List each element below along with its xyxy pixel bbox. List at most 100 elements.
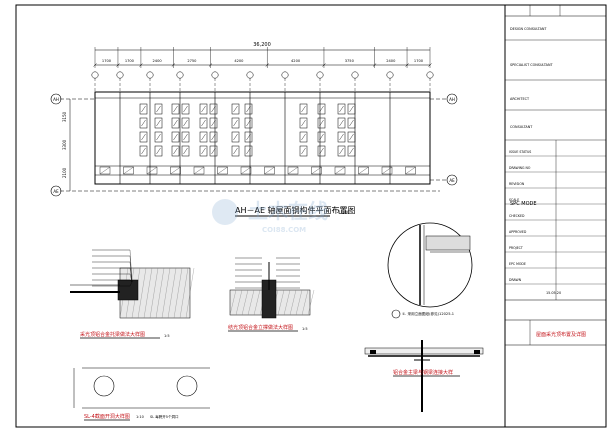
left-dim-3: 2100 bbox=[62, 167, 67, 178]
skylight-cell bbox=[299, 131, 308, 143]
tb-field-label: ISSUE STATUS bbox=[509, 150, 531, 154]
skylight-cell bbox=[181, 103, 190, 115]
skylight-cell bbox=[139, 145, 148, 157]
skylight-cell bbox=[244, 117, 253, 129]
detail-1-scale: 1:5 bbox=[164, 334, 170, 338]
plan-title: AH－AE 轴屋面钢构件平面布置图 bbox=[235, 205, 356, 215]
detail-1-title: 采光顶铝合金托梁做法大样图 bbox=[80, 331, 145, 338]
detail-3-title: 铝合金主梁与钢梁连接大样 bbox=[393, 369, 453, 376]
skylight-cell bbox=[231, 103, 240, 115]
axis-label-ae: AE bbox=[53, 189, 59, 194]
base-cell bbox=[217, 166, 228, 175]
skylight-cell bbox=[244, 103, 253, 115]
skylight-cell bbox=[154, 103, 163, 115]
detail-4: SL-4截面开洞大样图 1:10 SL 每跨开5个洞口 bbox=[73, 367, 210, 421]
axis-bubble-top bbox=[316, 71, 324, 79]
detail-4-scale: 1:10 bbox=[136, 415, 144, 419]
skylight-cell bbox=[171, 145, 180, 157]
axis-bubble-top bbox=[146, 71, 154, 79]
overall-dimension: 36,200 bbox=[253, 42, 271, 48]
tb-row-architect: ARCHITECT bbox=[510, 97, 530, 101]
axis-bubble-top bbox=[176, 71, 184, 79]
top-dim-label: 4200 bbox=[291, 59, 301, 63]
base-cell bbox=[99, 166, 111, 175]
hole-1 bbox=[93, 375, 115, 397]
tb-field-label: DRAWN bbox=[509, 278, 522, 282]
base-cell bbox=[264, 166, 275, 175]
tb-field-label: PROJECT bbox=[509, 246, 523, 250]
skylight-cell bbox=[337, 145, 346, 157]
axis-bubble-top bbox=[426, 71, 434, 79]
base-cell bbox=[358, 166, 369, 175]
sheet-border bbox=[15, 4, 607, 428]
detail-1: 采光顶铝合金托梁做法大样图 1:5 bbox=[70, 249, 195, 339]
detail-2-scale: 1:5 bbox=[302, 327, 308, 331]
skylight-cell bbox=[139, 117, 148, 129]
watermark-subtext: COI88.COM bbox=[262, 226, 306, 234]
base-cell bbox=[123, 166, 134, 175]
skylight-cell bbox=[337, 117, 346, 129]
top-dim-label: 3750 bbox=[345, 59, 355, 63]
skylight-cell bbox=[171, 131, 180, 143]
tb-field-label: DRAWING NO bbox=[509, 166, 531, 170]
axis-bubble-top bbox=[211, 71, 219, 79]
base-cell bbox=[405, 166, 416, 175]
skylight-cell bbox=[181, 117, 190, 129]
detail-4-title: SL-4截面开洞大样图 bbox=[84, 413, 130, 420]
skylight-cell bbox=[299, 117, 308, 129]
axis-label-ae-right: AE bbox=[449, 178, 455, 183]
skylight-cell bbox=[181, 145, 190, 157]
base-cell bbox=[287, 166, 299, 175]
tb-row-design: DESIGN CONSULTANT bbox=[510, 27, 547, 31]
axis-bubble-ah-right bbox=[446, 93, 458, 105]
circle-detail: ①. 采用立面图纸(参见)12025-1 bbox=[387, 222, 473, 319]
skylight-cell bbox=[231, 117, 240, 129]
detail-4-note: SL 每跨开5个洞口 bbox=[150, 414, 179, 419]
tb-project-code: SPC MODE bbox=[510, 201, 537, 207]
skylight-cell bbox=[347, 103, 356, 115]
watermark: 土木在线 COI88.COM bbox=[212, 199, 328, 234]
base-cell bbox=[170, 166, 181, 175]
detail-2-title: 结光顶铝合金立撑做法大样图 bbox=[228, 324, 293, 331]
skylight-cell bbox=[199, 145, 208, 157]
skylight-cell bbox=[317, 145, 326, 157]
base-cell bbox=[193, 166, 205, 175]
skylight-cell bbox=[154, 145, 163, 157]
skylight-cell bbox=[347, 145, 356, 157]
skylight-cell bbox=[171, 117, 180, 129]
axis-bubble-top bbox=[116, 71, 124, 79]
detail-2: 结光顶铝合金立撑做法大样图 1:5 bbox=[228, 257, 315, 332]
base-cell bbox=[381, 166, 393, 175]
watermark-text: 土木在线 bbox=[248, 199, 328, 223]
plan-scale: 1:100 bbox=[338, 210, 350, 215]
axis-bubble-ae bbox=[50, 185, 62, 197]
top-dim-label: 4200 bbox=[234, 59, 244, 63]
skylight-cell bbox=[231, 131, 240, 143]
axis-bubble-top bbox=[246, 71, 254, 79]
roof-outline bbox=[94, 91, 431, 185]
title-block: DESIGN CONSULTANT SPECIALIST CONSULTANT … bbox=[505, 5, 606, 346]
axis-bubble-top bbox=[281, 71, 289, 79]
tb-date: 15.05.20 bbox=[546, 291, 561, 295]
skylight-cell bbox=[317, 117, 326, 129]
top-dim-label: 2400 bbox=[153, 59, 163, 63]
skylight-cell bbox=[139, 103, 148, 115]
skylight-cell bbox=[337, 131, 346, 143]
skylight-cell bbox=[154, 131, 163, 143]
axis-bubble-top bbox=[351, 71, 359, 79]
tb-sheet-title: 屋面采光顶布置及详图 bbox=[536, 331, 586, 338]
skylight-cell bbox=[209, 103, 218, 115]
skylight-cell bbox=[337, 103, 346, 115]
base-cell bbox=[334, 166, 346, 175]
skylight-cell bbox=[171, 103, 180, 115]
axis-bubble-top bbox=[386, 71, 394, 79]
left-dim-2: 3300 bbox=[62, 139, 67, 150]
top-dim-label: 1700 bbox=[102, 59, 112, 63]
axis-bubble-ae-right bbox=[446, 174, 458, 186]
top-dim-label: 2400 bbox=[386, 59, 396, 63]
skylight-cell bbox=[209, 131, 218, 143]
tb-row-consultant: CONSULTANT bbox=[510, 125, 533, 129]
tb-field-label: EPC MODE bbox=[509, 262, 526, 266]
